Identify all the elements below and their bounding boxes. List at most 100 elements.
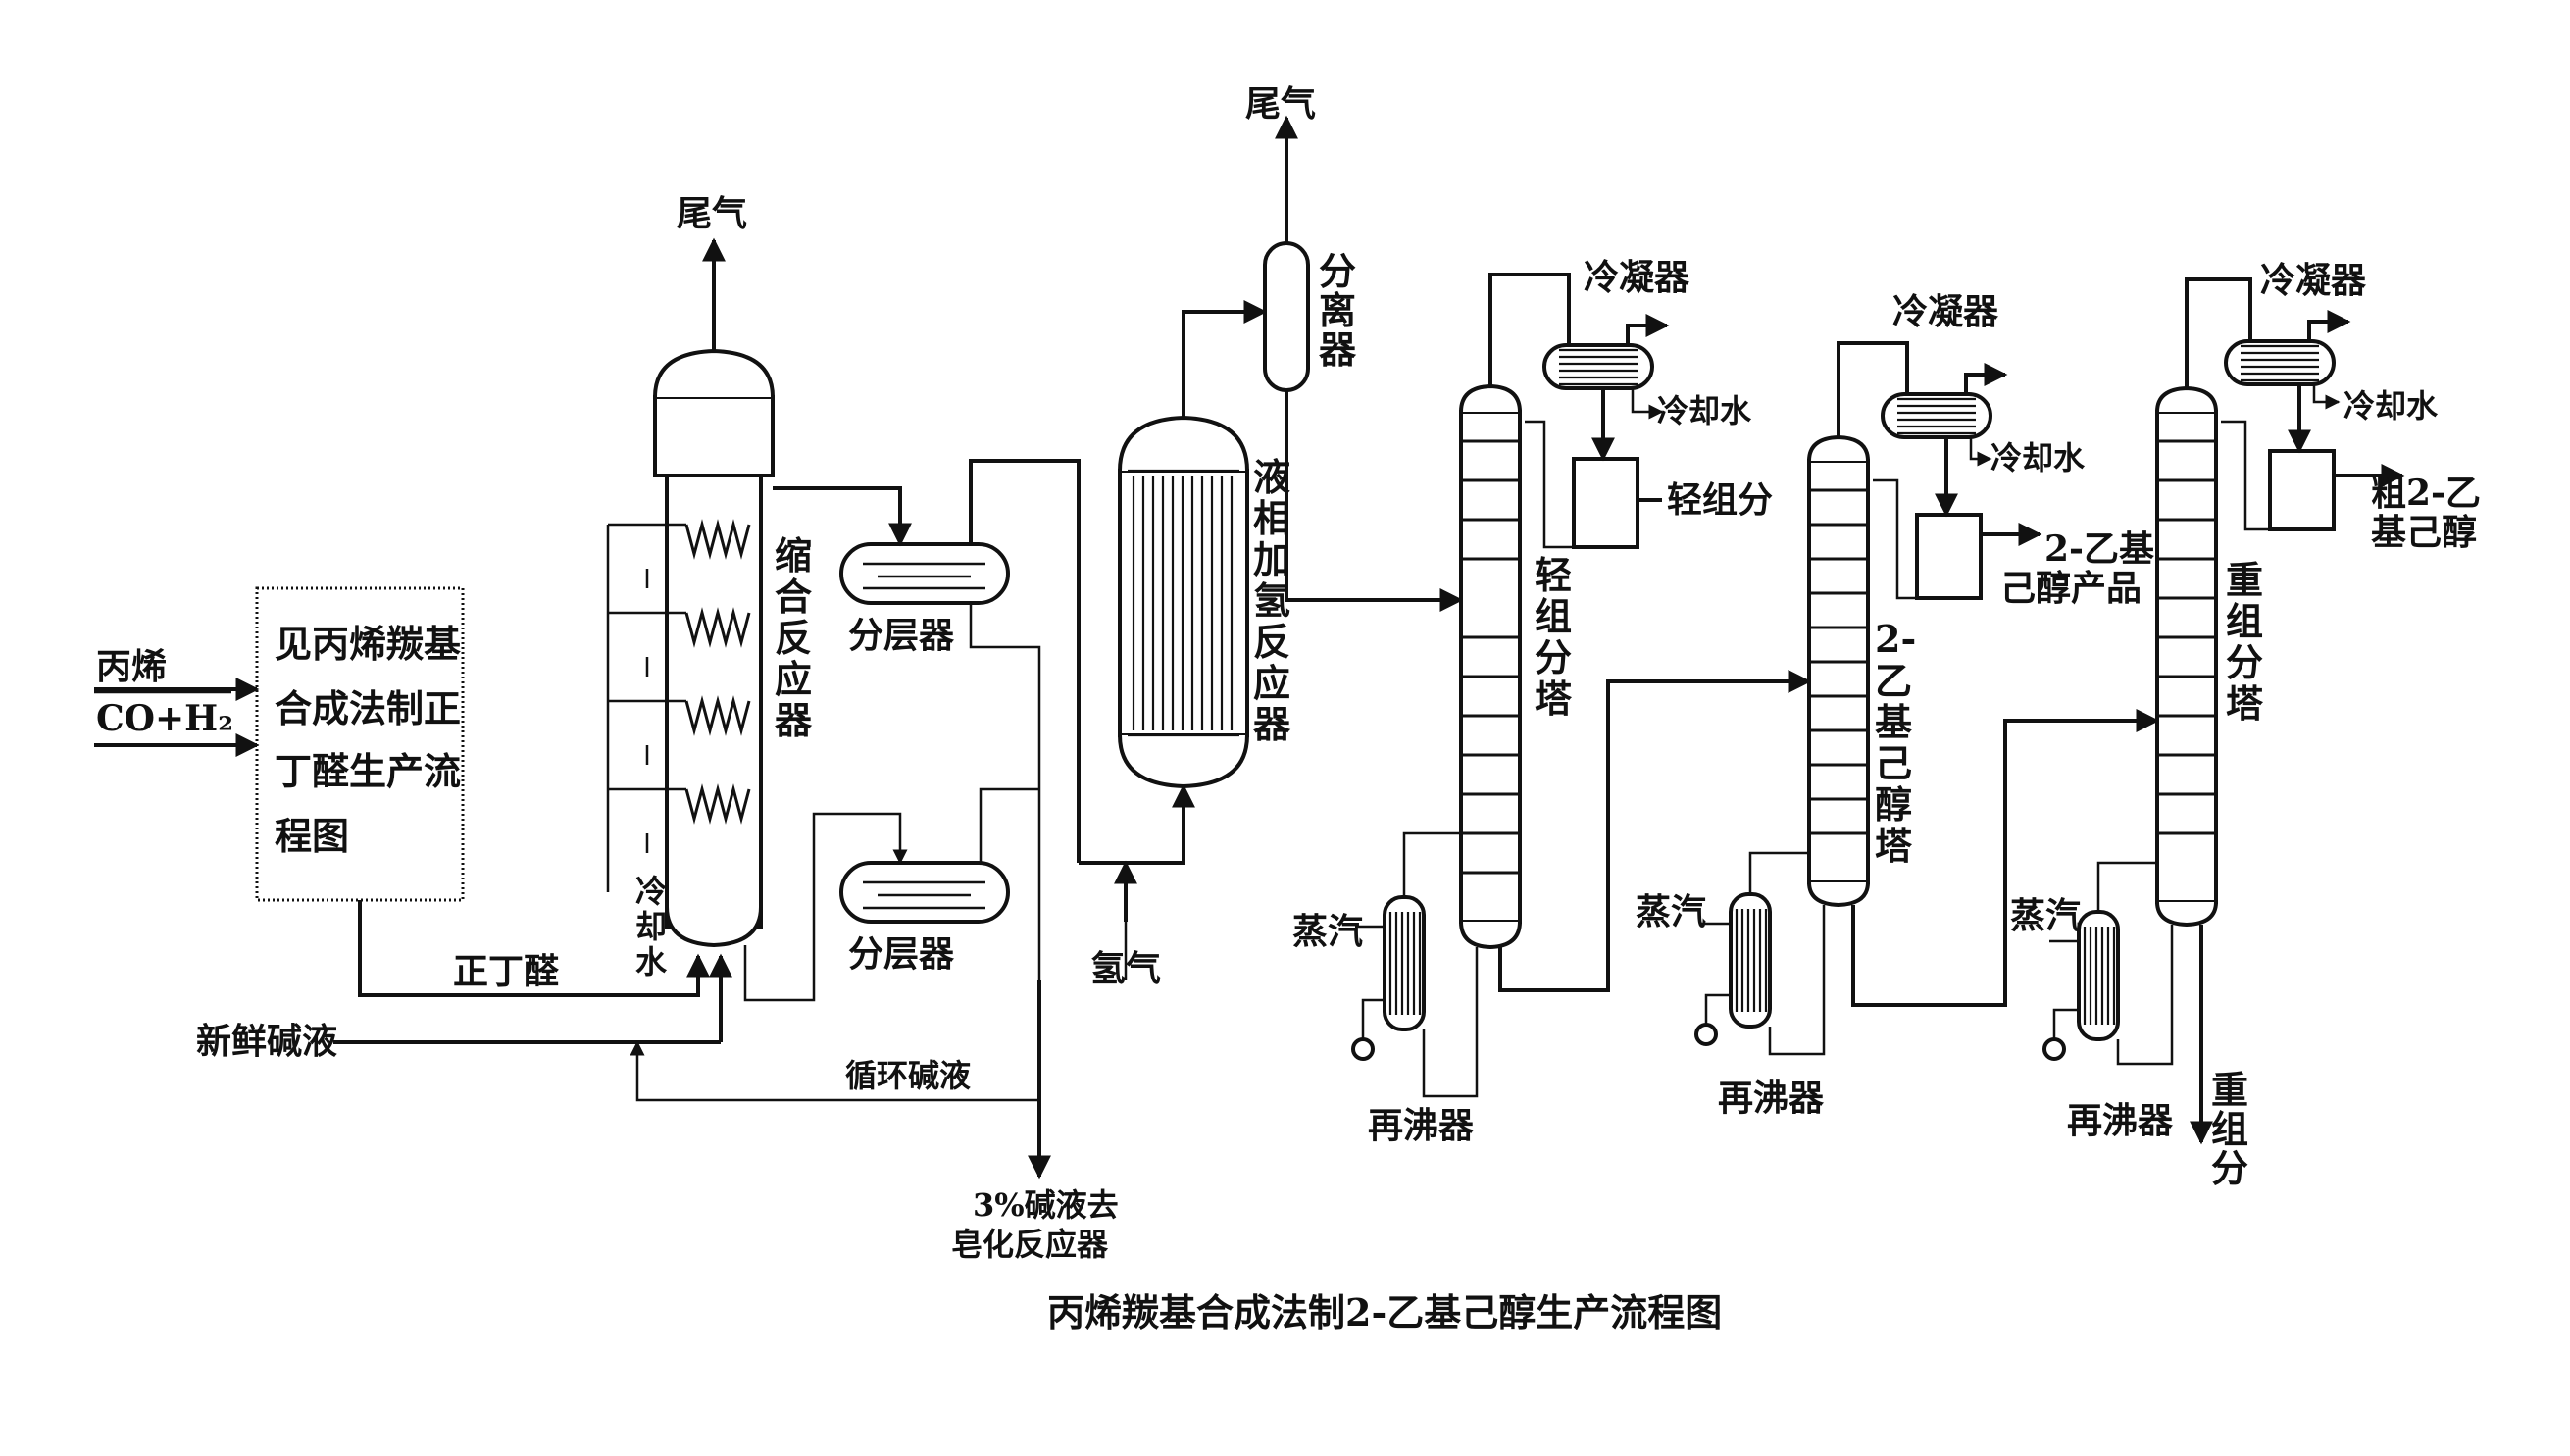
light-reboiler-return xyxy=(1422,947,1479,1098)
separator-label-1: 分 xyxy=(1319,249,1356,293)
light-column-bottom xyxy=(1459,921,1522,950)
main-steam-trap xyxy=(1694,1023,1718,1046)
light-reboiler-vapor xyxy=(1402,831,1461,897)
main-reflux-drum xyxy=(1915,513,1983,600)
main-bottoms-to-heavy xyxy=(1851,709,2160,1007)
heavy-to-condenser xyxy=(2187,277,2252,341)
light-ends-column: 轻 组 分 塔 冷凝器 冷却水 轻组分 xyxy=(1292,257,1812,1146)
hydrogenation-reactor-bottom xyxy=(1118,734,1249,789)
heavy-condensate xyxy=(2052,1008,2079,1039)
main-column-label-4: 己 xyxy=(1875,741,1912,785)
separator: 尾气 分 离 器 xyxy=(1245,83,1464,612)
reactor-offgas-label: 尾气 xyxy=(677,193,747,234)
reactor-to-settler-line xyxy=(773,486,912,547)
main-condensate xyxy=(1704,993,1731,1025)
light-condensate xyxy=(1361,998,1385,1039)
reactor-cooling-water-1: 冷 xyxy=(635,873,667,910)
light-cw-out xyxy=(1626,314,1670,345)
reactor-cooling-water-2: 却 xyxy=(635,908,667,945)
spent-caustic-label-1: 3%碱液去 xyxy=(973,1186,1119,1224)
heavy-ends-label-1: 重 xyxy=(2211,1068,2248,1112)
settler-to-hydrogenation-line xyxy=(969,459,1081,863)
cooling-coil-2 xyxy=(684,607,751,648)
upstream-note-line-3: 丁醛生产流 xyxy=(275,749,461,793)
heavy-column-bottom xyxy=(2155,901,2218,928)
upstream-process-box xyxy=(255,586,465,902)
heavy-condenser xyxy=(2224,339,2336,386)
heavy-condenser-tubes xyxy=(2241,344,2319,382)
condensation-reactor: 尾气 冷 却 水 缩 合 反 应 器 xyxy=(606,193,813,980)
main-cooling-water-label: 冷却水 xyxy=(1990,439,2086,477)
condensation-reactor-label-1: 缩 xyxy=(775,533,812,577)
cooling-coil-3 xyxy=(684,695,751,736)
main-column-top xyxy=(1807,434,1870,462)
main-column-label-6: 塔 xyxy=(1875,824,1913,868)
heavy-ends-label-2: 组 xyxy=(2211,1107,2248,1151)
heavy-overhead xyxy=(2185,277,2226,388)
n-butyraldehyde-label: 正丁醛 xyxy=(453,951,559,992)
reactor-to-settler-lower xyxy=(743,812,908,1002)
condensation-reactor-bottom xyxy=(665,906,763,948)
separator-offgas-label: 尾气 xyxy=(1245,83,1316,125)
main-overhead xyxy=(1837,341,1883,437)
fresh-caustic-label: 新鲜碱液 xyxy=(196,1021,337,1062)
light-condenser-tubes xyxy=(1559,348,1638,386)
hydrogenation-label-4: 氢 xyxy=(1253,578,1290,623)
crude-product-label-2: 基己醇 xyxy=(2371,512,2477,553)
light-overhead-line xyxy=(1488,273,1544,386)
light-cooling-water-label: 冷却水 xyxy=(1657,392,1752,429)
main-column-label-5: 醇 xyxy=(1875,782,1912,827)
light-ends-label: 轻组分 xyxy=(1667,479,1773,521)
heavy-column-top xyxy=(2155,385,2218,413)
hydrogenation-label-7: 器 xyxy=(1253,702,1291,746)
recycle-caustic-label: 循环碱液 xyxy=(845,1057,971,1094)
light-column-shell xyxy=(1459,410,1522,924)
main-reboiler-tubes xyxy=(1735,909,1768,1012)
heavy-ends-label-3: 分 xyxy=(2211,1146,2248,1190)
n-butyraldehyde-line xyxy=(358,900,710,997)
heavy-column-label-3: 分 xyxy=(2226,640,2263,684)
settler-upper-vessel xyxy=(839,542,1010,605)
main-column-label-3: 基 xyxy=(1875,700,1912,744)
settler-lower-vessel xyxy=(839,861,1010,924)
main-steam-label: 蒸汽 xyxy=(1636,891,1706,932)
main-condenser-label: 冷凝器 xyxy=(1892,291,1999,332)
settler-lower-vent xyxy=(979,787,1039,863)
heavy-reboiler-label: 再沸器 xyxy=(2067,1100,2174,1141)
heavy-condenser-label: 冷凝器 xyxy=(2260,260,2367,301)
separator-to-light-column xyxy=(1285,390,1464,612)
separator-vessel xyxy=(1263,241,1310,392)
light-column-trays xyxy=(1461,439,1520,875)
condensation-reactor-label-4: 应 xyxy=(775,657,812,701)
condensation-reactor-top xyxy=(653,395,775,477)
upstream-note-line-4: 程图 xyxy=(275,814,349,858)
light-steam-trap xyxy=(1351,1037,1375,1061)
cooling-coil-1 xyxy=(684,519,751,560)
heavy-column-trays xyxy=(2157,439,2216,835)
settler-lower-label: 分层器 xyxy=(848,933,955,975)
settler-upper-bottoms xyxy=(969,603,1041,1147)
hydrogenation-label-2: 相 xyxy=(1253,496,1290,540)
crude-product-label-1: 粗2-乙 xyxy=(2371,473,2481,514)
light-column-label-4: 塔 xyxy=(1535,677,1573,721)
main-column-bottom xyxy=(1807,881,1870,908)
light-condenser xyxy=(1542,343,1654,390)
condensation-reactor-dome xyxy=(653,348,775,398)
upstream-note-line-1: 见丙烯羰基 xyxy=(275,622,461,666)
main-column: 2- 乙 基 己 醇 塔 冷凝器 冷却水 2-乙基 己醇产品 xyxy=(1636,291,2160,1119)
hydrogenation-label-3: 加 xyxy=(1253,537,1290,581)
condensation-reactor-label-2: 合 xyxy=(775,575,812,619)
hydrogenation-to-separator xyxy=(1182,300,1268,418)
separator-label-2: 离 xyxy=(1319,288,1356,332)
light-to-condenser xyxy=(1490,273,1571,345)
light-reboiler-label: 再沸器 xyxy=(1368,1105,1475,1146)
light-reflux-line xyxy=(1525,420,1574,549)
heavy-cw-in xyxy=(2312,384,2341,410)
heavy-cw-out xyxy=(2307,310,2351,341)
hydrogenation-tube-bundle xyxy=(1128,469,1239,737)
hydrogenation-label-5: 反 xyxy=(1253,620,1290,664)
diagram-caption: 丙烯羰基合成法制2-乙基己醇生产流程图 xyxy=(1047,1290,1722,1334)
hydrogenation-label-1: 液 xyxy=(1253,455,1290,499)
heavy-reboiler-vapor xyxy=(2096,861,2157,912)
